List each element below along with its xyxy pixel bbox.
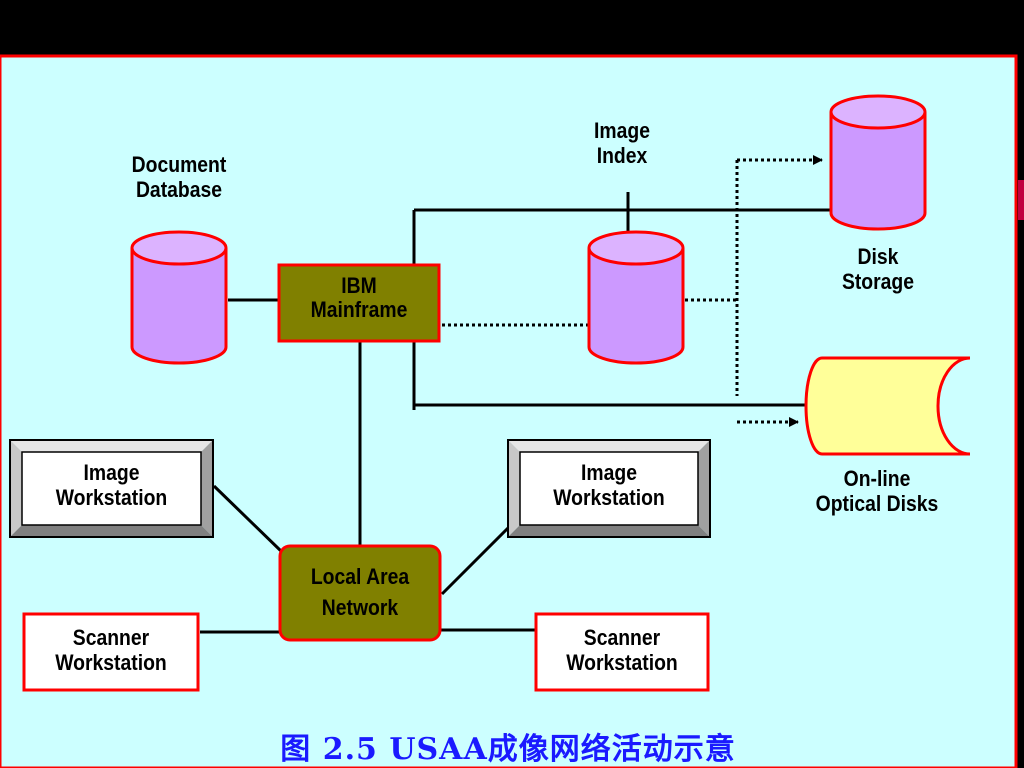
connectors bbox=[200, 192, 830, 634]
lan-label: Local Area Network bbox=[310, 564, 410, 620]
image-workstation-left-label: Image Workstation bbox=[55, 460, 168, 510]
left-image-ws-to-lan-link bbox=[212, 484, 284, 554]
edge-mark bbox=[1018, 180, 1024, 220]
disk-storage-icon bbox=[829, 94, 927, 231]
document-database-icon bbox=[130, 230, 228, 365]
scanner-workstation-right-box bbox=[534, 612, 710, 692]
scanner-workstation-left-label: Scanner Workstation bbox=[55, 625, 167, 675]
image-index-label: Image Index bbox=[594, 118, 650, 168]
dotted-connectors bbox=[442, 155, 823, 427]
image-workstation-right-label: Image Workstation bbox=[553, 460, 665, 510]
optical-disks-label: On-line Optical Disks bbox=[815, 466, 939, 516]
ibm-mainframe-box bbox=[277, 263, 441, 343]
scanner-workstation-left-box bbox=[22, 612, 200, 692]
image-index-icon bbox=[587, 230, 685, 365]
image-workstation-right-box bbox=[507, 439, 711, 538]
optical-disks-icon bbox=[804, 356, 971, 456]
ibm-mainframe-label: IBM Mainframe bbox=[310, 273, 408, 322]
figure-caption: 图 2.5 USAA成像网络活动示意 bbox=[280, 732, 736, 767]
image-workstation-left-box bbox=[9, 439, 214, 538]
disk-storage-label: Disk Storage bbox=[841, 244, 915, 294]
lan-box bbox=[278, 544, 442, 642]
scanner-workstation-right-label: Scanner Workstation bbox=[566, 625, 678, 675]
right-image-ws-to-lan-link bbox=[440, 526, 510, 596]
document-database-label: Document Database bbox=[131, 152, 227, 202]
